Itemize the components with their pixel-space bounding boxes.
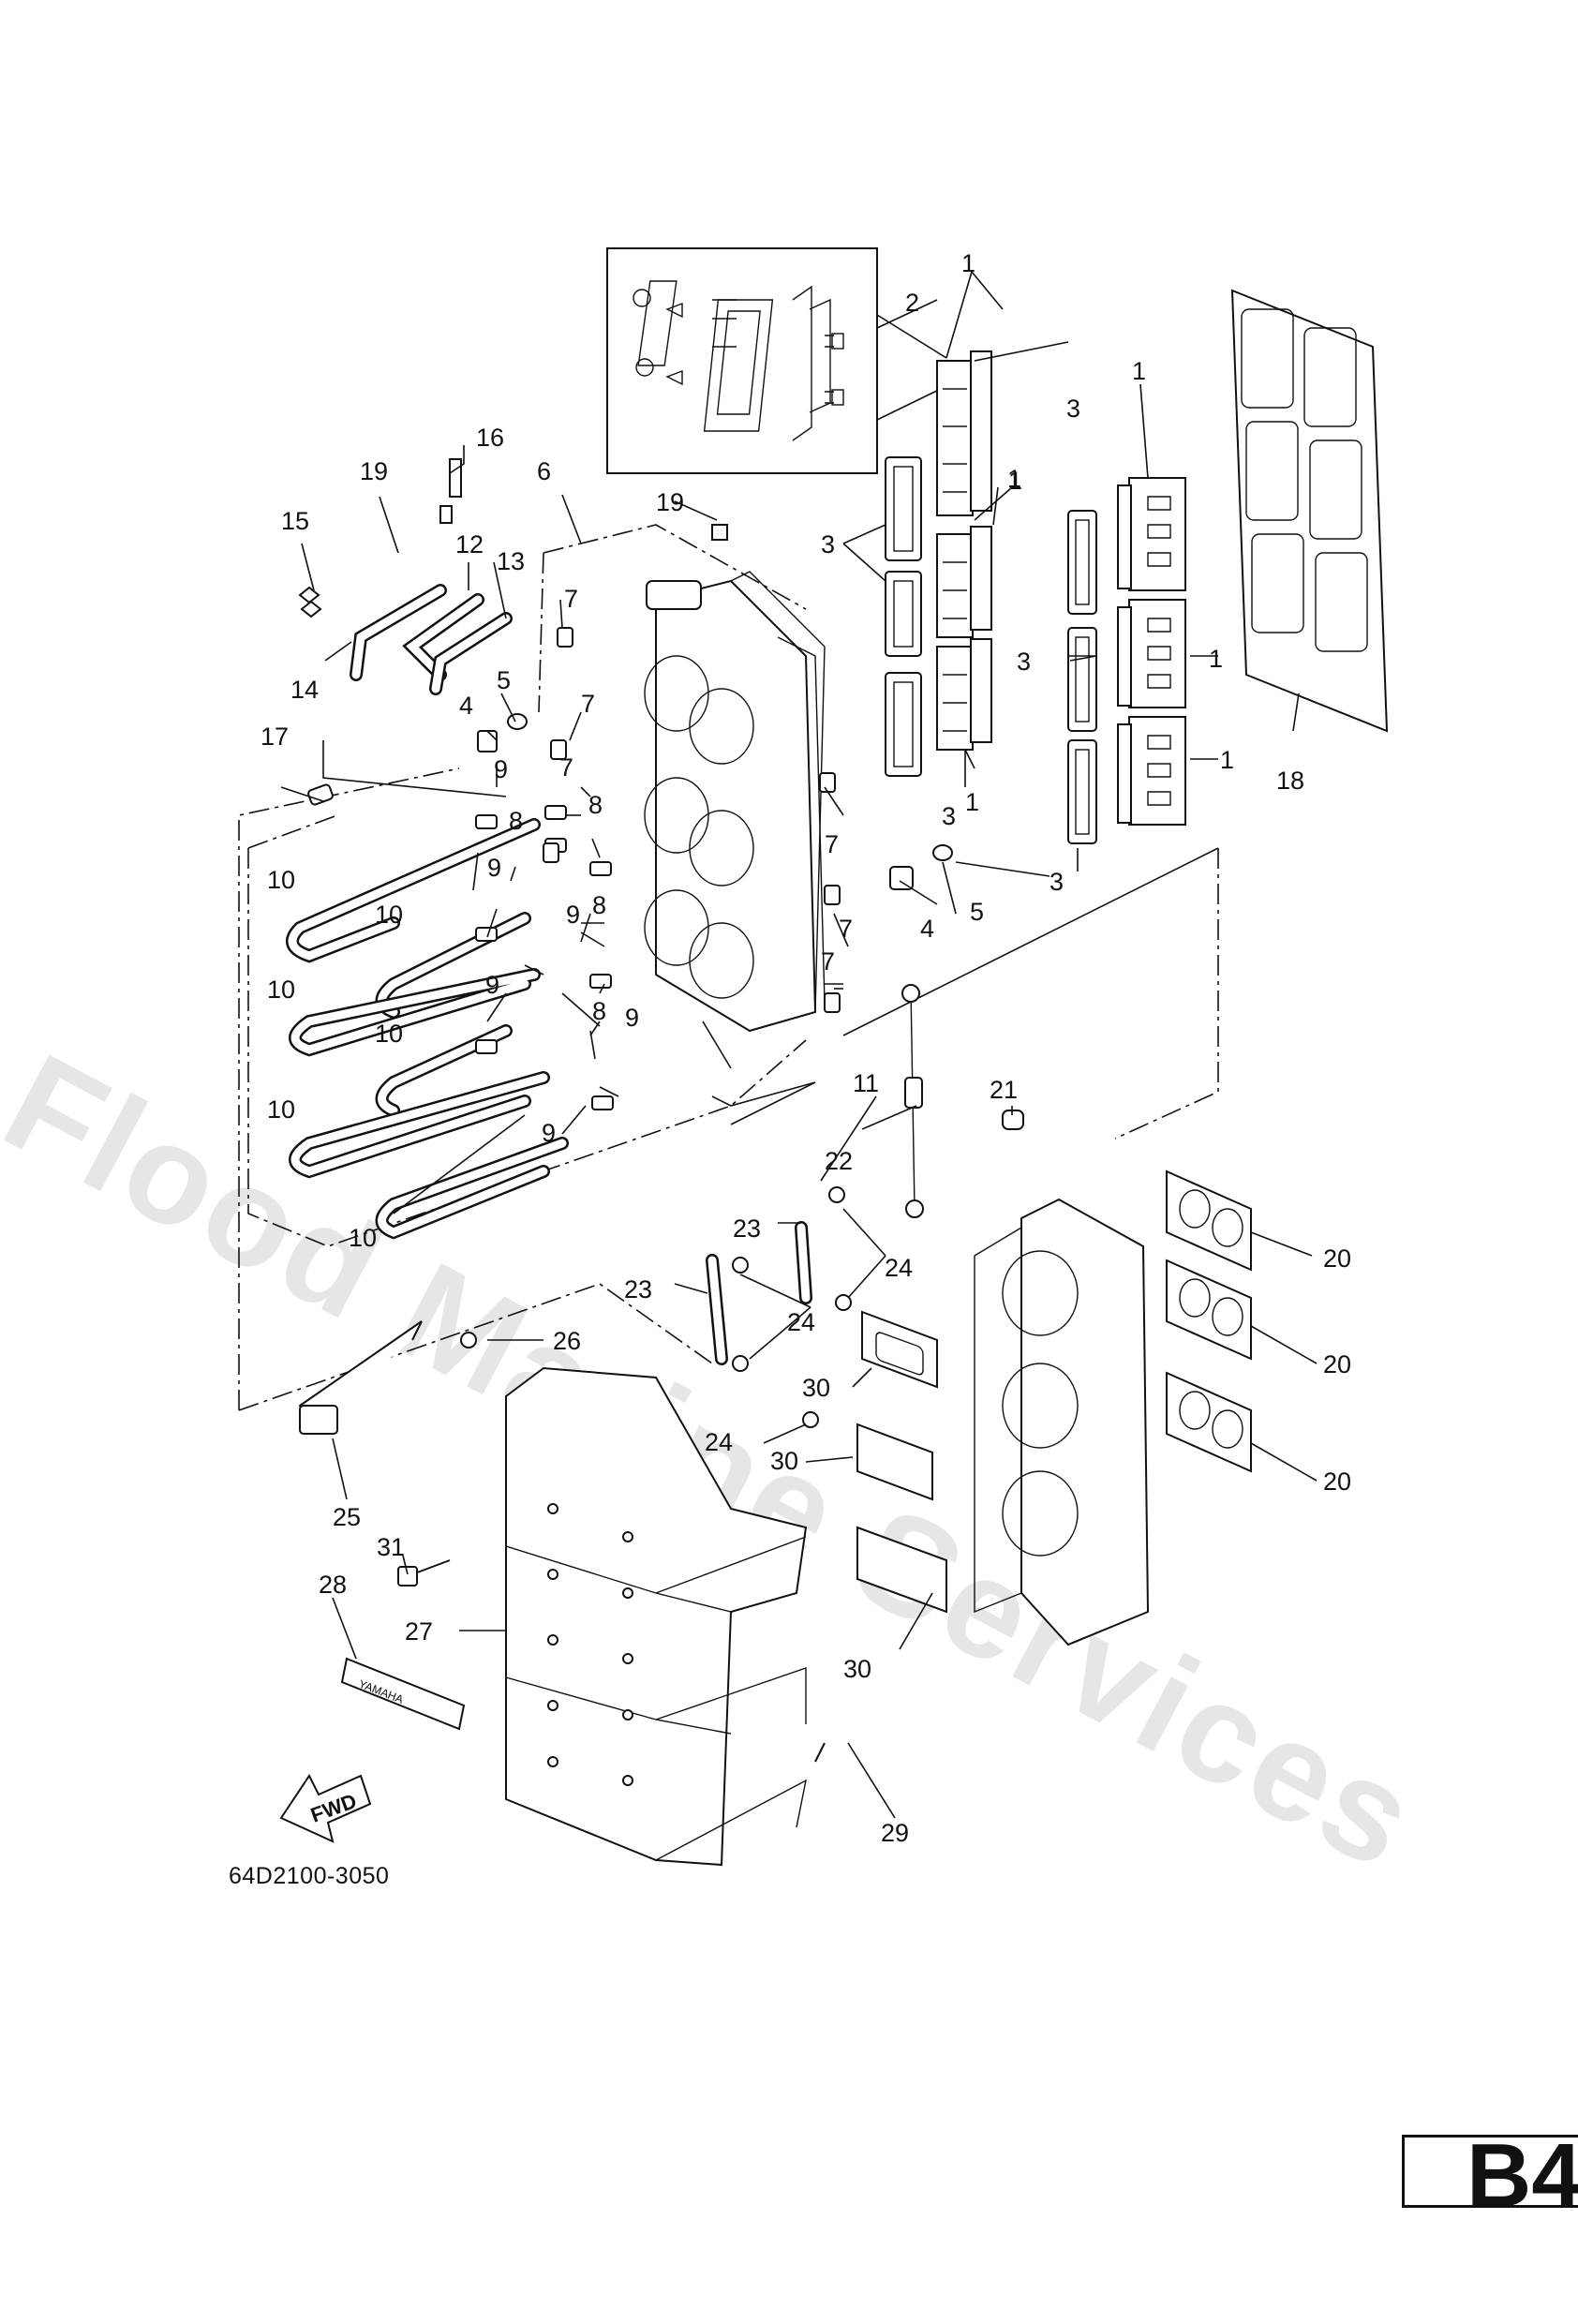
callout-label: 10: [267, 976, 295, 1004]
callout-label: 31: [377, 1533, 405, 1561]
throttle-gaskets: [1166, 1169, 1252, 1473]
page-badge-label: B4: [1466, 2135, 1578, 2208]
callout-label: 8: [588, 791, 603, 819]
intake-silencer-cover: [505, 1366, 808, 1867]
callout-label: 23: [624, 1275, 652, 1304]
callout-label: 7: [821, 947, 835, 976]
silencer-gaskets: [856, 1310, 947, 1614]
callout-label: 13: [497, 547, 525, 575]
phantom-line-corner: [247, 814, 338, 849]
callout-label: 9: [625, 1004, 639, 1032]
callout-label: 3: [1066, 395, 1080, 423]
callout-label: 3: [1017, 648, 1031, 676]
callout-label: 26: [553, 1327, 581, 1355]
callout-label: 12: [455, 530, 484, 559]
callout-label: 10: [349, 1224, 377, 1252]
bolt: [397, 1559, 451, 1587]
page-badge: B4: [1402, 2135, 1578, 2208]
outline-link: [842, 847, 1219, 1036]
throttle-body-assembly: [974, 1198, 1150, 1646]
callout-label: 7: [564, 585, 578, 613]
callout-label: 27: [405, 1617, 433, 1646]
callout-label: 8: [509, 807, 523, 835]
callout-label: 19: [360, 457, 388, 485]
callout-label: 14: [290, 676, 319, 704]
reed-valve-assemblies-right: [1067, 477, 1186, 844]
assembly-outline-right: [1114, 848, 1219, 1140]
callout-label: 1: [1209, 645, 1223, 673]
callout-label: 30: [802, 1374, 830, 1402]
callout-label: 3: [942, 802, 956, 830]
intake-gasket: [1230, 289, 1389, 733]
forward-arrow: FWD: [279, 1774, 372, 1843]
callout-label: 20: [1323, 1467, 1351, 1496]
callout-label: 1: [961, 249, 975, 277]
callout-label: 9: [542, 1119, 556, 1147]
callout-label: 1: [1132, 357, 1146, 385]
callout-label: 4: [920, 915, 934, 943]
callout-label: 3: [1050, 868, 1064, 896]
bypass-hoses: [286, 818, 569, 1240]
callout-label: 5: [970, 898, 984, 926]
callout-label: 20: [1323, 1350, 1351, 1378]
callout-label: 30: [770, 1447, 798, 1475]
callout-label: 9: [494, 755, 508, 783]
breather-tube: [814, 1742, 826, 1763]
callout-label: 6: [537, 457, 551, 485]
phantom-line-lower: [247, 848, 807, 1247]
drain-hoses: [298, 1186, 852, 1435]
reed-valve-assemblies-left: [885, 350, 992, 777]
phantom-line-left: [538, 552, 544, 713]
callout-label: 10: [267, 1095, 295, 1124]
link-rod: [901, 984, 924, 1218]
callout-label: 24: [885, 1254, 913, 1282]
callout-label: 19: [656, 488, 684, 516]
callout-label: 20: [1323, 1244, 1351, 1273]
reed-valve-detail-inset: [606, 247, 947, 474]
callout-label: 1: [1007, 465, 1021, 493]
callout-label: 11: [853, 1069, 879, 1097]
diagram-reference-code: 64D2100-3050: [229, 1863, 390, 1889]
callout-label: 18: [1276, 767, 1304, 795]
callout-label: 28: [319, 1571, 347, 1599]
callout-label: 10: [375, 901, 403, 929]
callout-label: 2: [905, 289, 919, 317]
callout-label: 7: [825, 830, 839, 858]
callout-label: 21: [990, 1076, 1018, 1104]
assembly-outline-left: [238, 767, 460, 1410]
callout-label: 24: [787, 1308, 815, 1336]
callout-label: 22: [825, 1147, 853, 1175]
vent-hoses: [350, 584, 513, 695]
callout-label: 25: [333, 1503, 361, 1531]
callout-label: 7: [559, 753, 573, 782]
callout-label: 4: [459, 692, 473, 720]
callout-label: 16: [476, 424, 504, 452]
intake-manifold-housing: [644, 571, 826, 1033]
leader-lines: [280, 271, 1317, 1819]
callout-label: 10: [267, 866, 295, 894]
callout-label: 8: [592, 997, 606, 1025]
callout-label: 7: [839, 915, 853, 943]
callout-label: 1: [1220, 746, 1234, 774]
callout-label: 23: [733, 1214, 761, 1243]
callout-label: 1: [965, 788, 979, 816]
callout-label: 29: [881, 1819, 909, 1847]
callout-label: 3: [821, 530, 835, 559]
callout-label: 5: [497, 666, 511, 694]
yamaha-decal: YAMAHA: [340, 1657, 466, 1731]
callout-label: 1: [1008, 467, 1022, 495]
callout-label: 9: [566, 901, 580, 929]
callout-label: 17: [261, 723, 289, 751]
callout-label: 30: [843, 1655, 871, 1683]
callout-label: 15: [281, 507, 309, 535]
callout-label: 9: [487, 854, 501, 882]
callouts: 1 2 1 16 19 6 19 3 1 15 12 13 3 1 7 14 5…: [261, 249, 1351, 1847]
callout-label: 7: [581, 690, 595, 718]
callout-label: 9: [485, 971, 499, 999]
callout-label: 10: [375, 1020, 403, 1048]
callout-label: 24: [705, 1428, 733, 1456]
callout-label: 8: [592, 891, 606, 919]
